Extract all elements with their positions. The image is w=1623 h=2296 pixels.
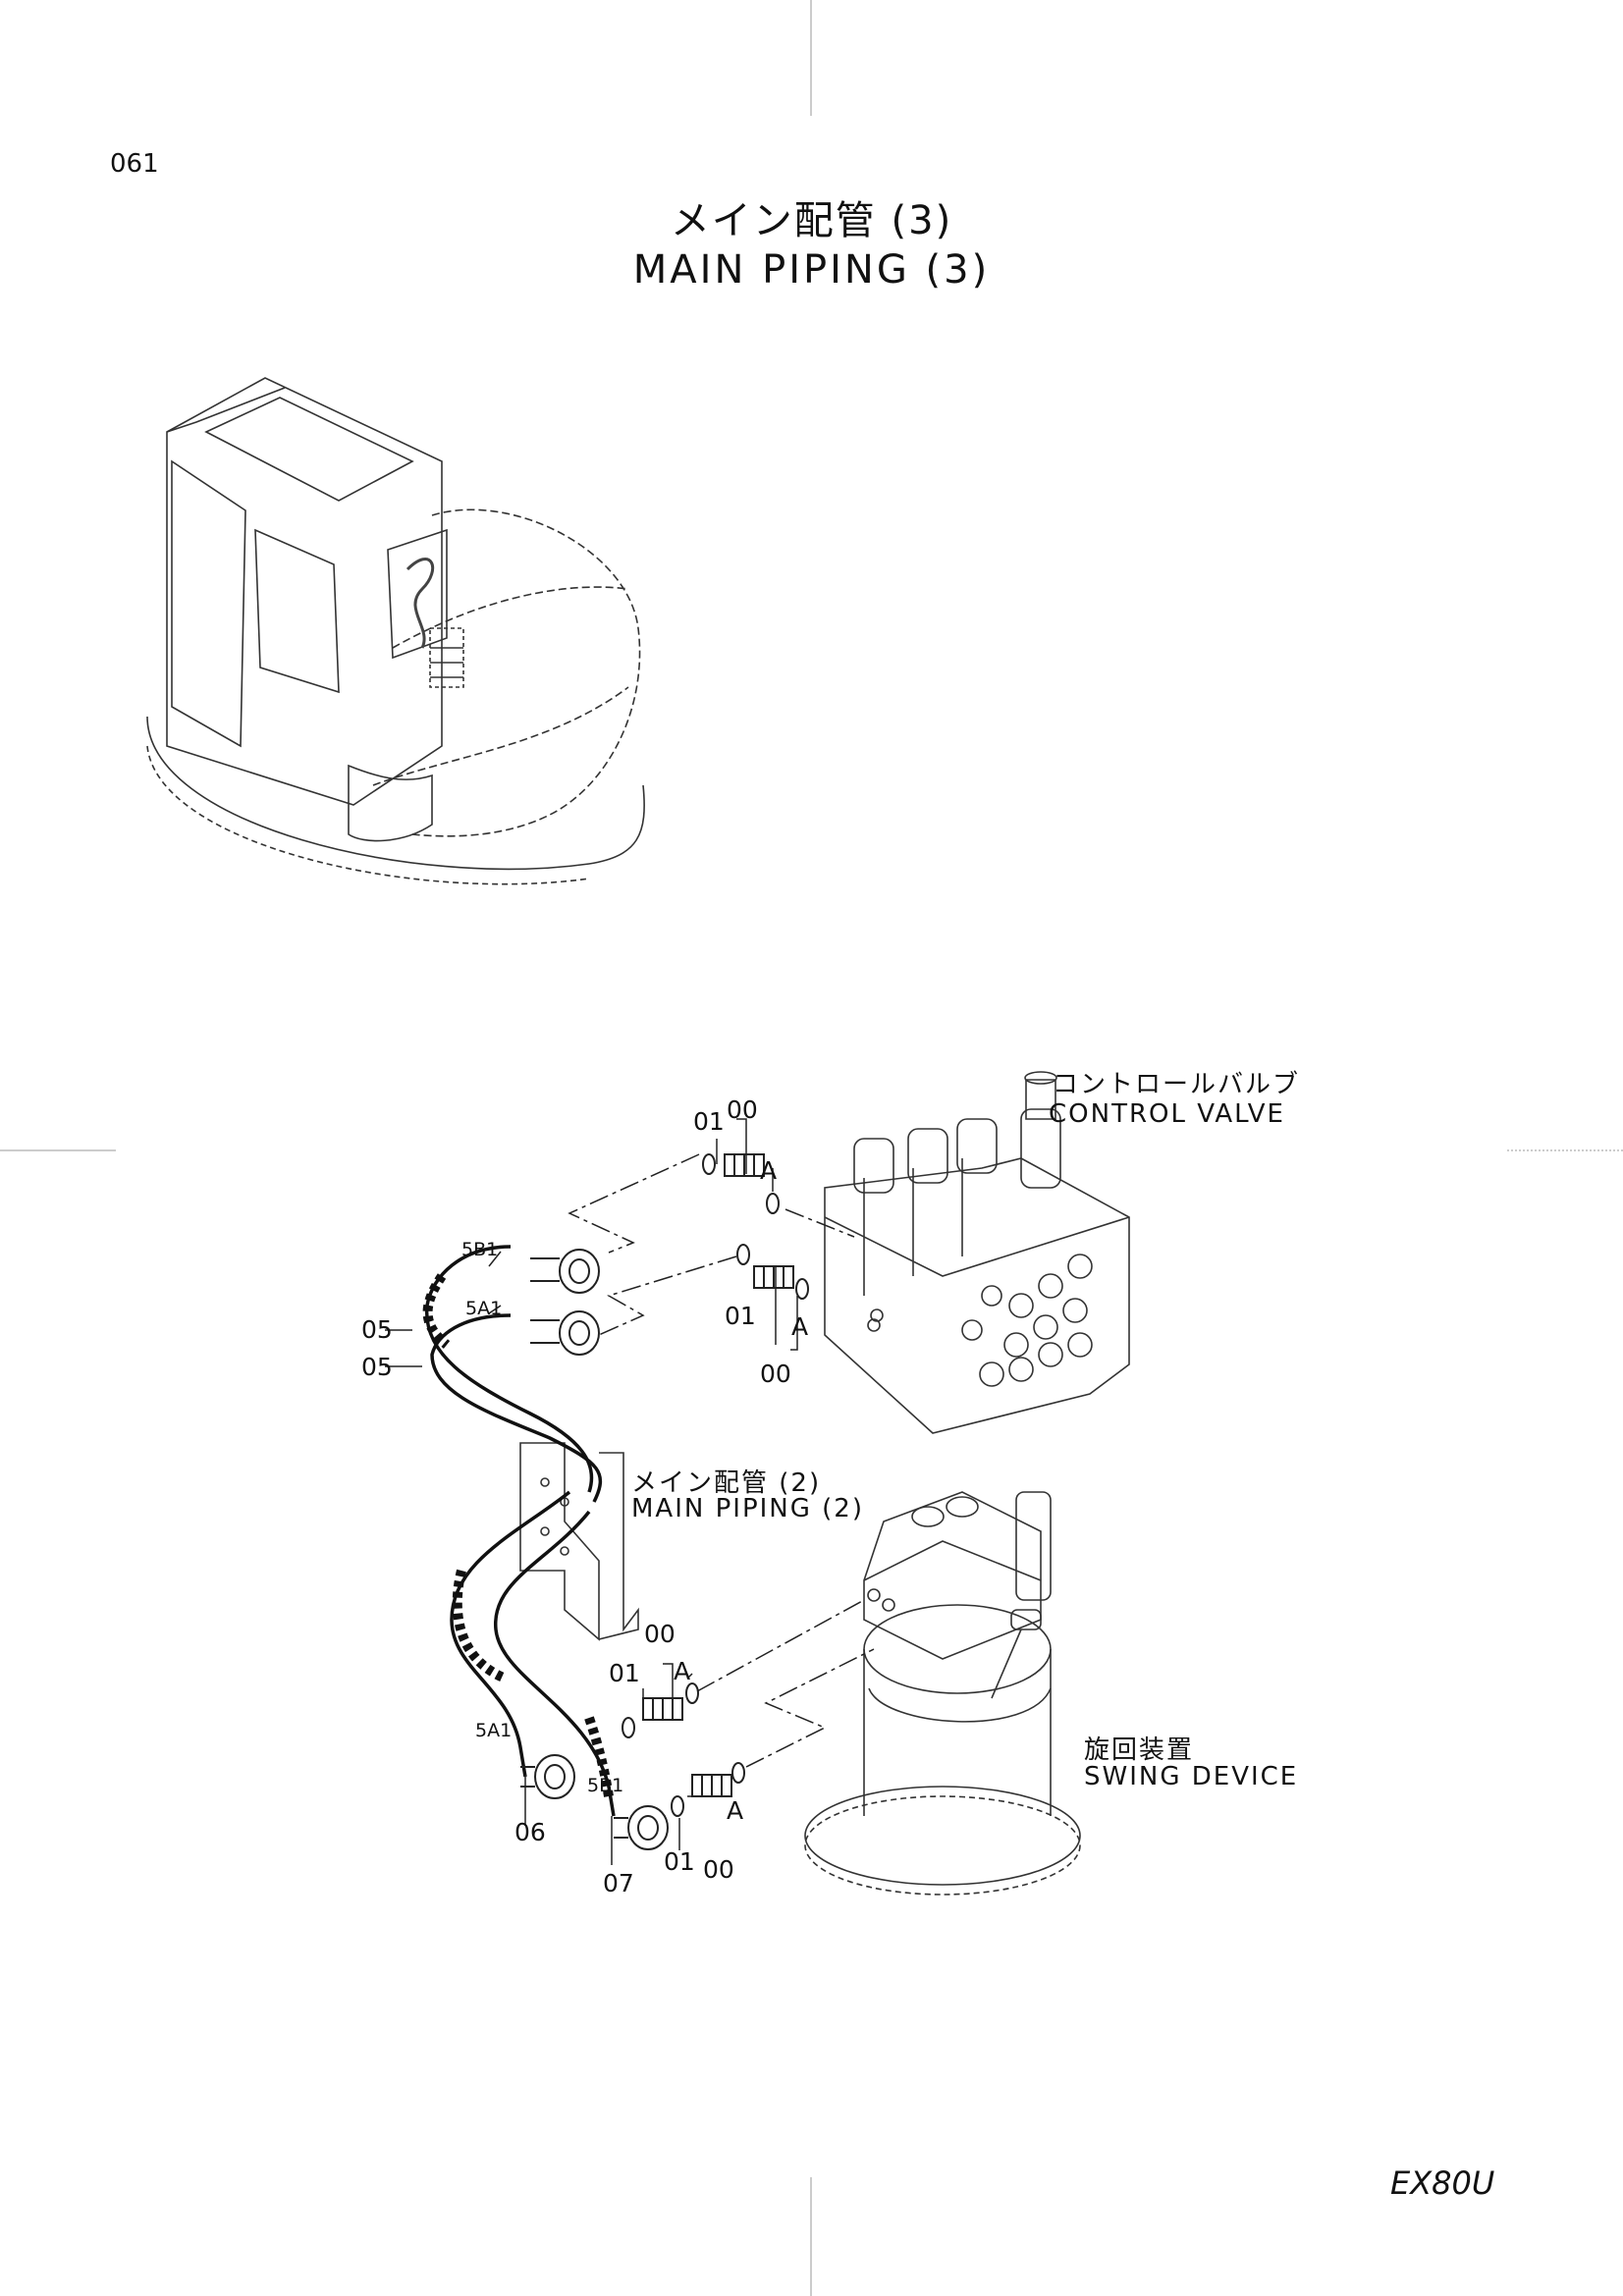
part-number-label: 00 [644, 1620, 676, 1648]
page-title-english: MAIN PIPING (3) [632, 247, 991, 293]
control-valve-illustration [824, 1071, 1130, 1434]
part-number-label: 01 [693, 1107, 725, 1136]
part-number-label: A [674, 1657, 691, 1685]
part-number-label: A [791, 1312, 809, 1341]
part-number-label: 5B1 [587, 1775, 624, 1796]
control-valve-label-en: CONTROL VALVE [1049, 1099, 1285, 1129]
part-number-label: 01 [609, 1659, 640, 1687]
connection-lines [385, 1118, 875, 1865]
control-valve-label-jp: コントロールバルブ [1053, 1070, 1301, 1099]
adapters-and-o-rings [622, 1153, 809, 1817]
swing-device-label-jp: 旋回装置 [1084, 1735, 1195, 1765]
part-number-label: 00 [760, 1360, 791, 1388]
part-number-label: 01 [725, 1302, 756, 1330]
page-number: 061 [110, 149, 159, 179]
part-number-label: 5A1 [475, 1720, 513, 1741]
part-number-label: 00 [727, 1095, 758, 1124]
hose-fittings [520, 1249, 669, 1850]
model-code: EX80U [1390, 2164, 1495, 2202]
hose-group [422, 1245, 616, 1817]
part-number-label: 06 [514, 1818, 546, 1846]
main-piping-2-label-jp: メイン配管 (2) [631, 1468, 822, 1498]
part-number-label: 5A1 [465, 1298, 503, 1319]
part-number-label: 5B1 [461, 1239, 499, 1260]
part-number-label: A [727, 1796, 744, 1825]
part-number-label: A [760, 1156, 778, 1185]
swing-device-illustration [804, 1491, 1081, 1896]
swing-device-label-en: SWING DEVICE [1084, 1762, 1299, 1791]
main-piping-bracket [519, 1442, 639, 1641]
excavator-overview-illustration [146, 377, 645, 885]
page-title-japanese: メイン配管 (3) [670, 198, 953, 243]
part-number-label: 05 [361, 1353, 393, 1381]
part-number-label: 07 [603, 1869, 634, 1897]
part-number-label: 01 [664, 1847, 695, 1876]
main-piping-2-label-en: MAIN PIPING (2) [631, 1494, 864, 1523]
part-number-label: 05 [361, 1315, 393, 1344]
part-number-label: 00 [703, 1855, 734, 1884]
